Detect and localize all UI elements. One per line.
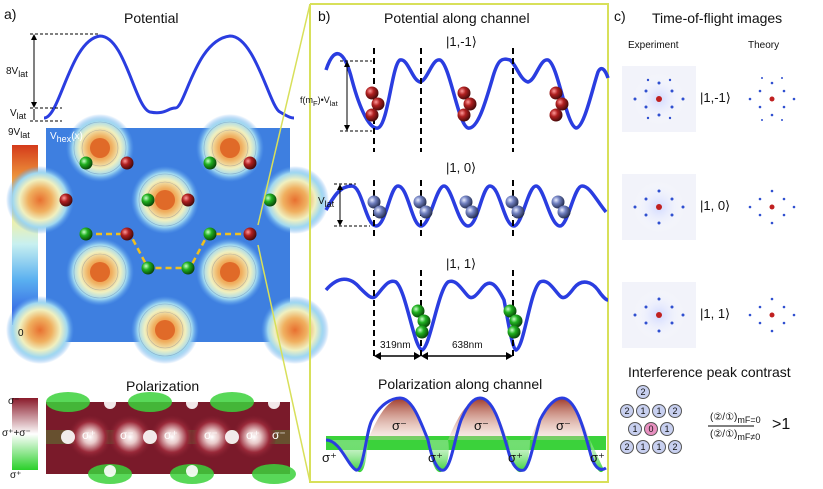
peak-circle: 1: [636, 440, 650, 454]
pol-map-label: σ⁺: [164, 428, 178, 442]
pol-map-label: σ⁻: [272, 428, 286, 442]
pol-map-label: σ⁻: [204, 428, 218, 442]
connector-top: [257, 3, 311, 226]
pol-channel-label: σ⁻: [392, 418, 407, 433]
peak-circle-center: 0: [644, 422, 658, 436]
pol-channel-label: σ⁺: [508, 450, 523, 465]
peak-circle: 1: [628, 422, 642, 436]
col-experiment: Experiment: [628, 40, 679, 51]
potential-curve-plot: [30, 33, 295, 122]
pol-channel-label: σ⁻: [556, 418, 571, 433]
distance-319: 319nm: [380, 340, 411, 351]
polarization-colorbar: [12, 398, 38, 470]
peak-circle: 1: [652, 404, 666, 418]
tof-images: [622, 66, 796, 348]
tof-row-label: |1, 0⟩: [700, 198, 731, 213]
map-label: Vhex(x): [50, 131, 83, 144]
pol-map-label: σ⁺: [246, 428, 260, 442]
channel-curve-0: [324, 180, 608, 238]
colorbar-bottom-label: 0: [18, 328, 24, 339]
contrast-title: Interference peak contrast: [628, 364, 791, 380]
potential-map: [6, 114, 329, 364]
channel-curve-m1: [324, 48, 610, 152]
distance-638: 638nm: [452, 340, 483, 351]
pol-channel-label: σ⁺: [590, 450, 605, 465]
potential-title: Potential: [124, 10, 179, 26]
channel-polarization-plot: [325, 396, 607, 473]
vlat-label-b: Vlat: [318, 196, 335, 209]
panel-a-letter: a): [4, 6, 17, 22]
peak-circle: 2: [620, 404, 634, 418]
pol-channel-title: Polarization along channel: [378, 376, 543, 392]
state-m1-label: |1,-1⟩: [446, 34, 477, 49]
pol-channel-label: σ⁺: [428, 450, 443, 465]
peak-circle: 1: [652, 440, 666, 454]
channel-curve-p1: [324, 270, 609, 360]
pol-channel-label: σ⁻: [474, 418, 489, 433]
pol-colorbar-bottom: σ⁺: [10, 470, 22, 481]
pol-channel-label: σ⁺: [322, 450, 337, 465]
connector-bottom: [257, 244, 311, 483]
colorbar-top-label: 9Vlat: [8, 127, 30, 140]
peak-circle: 1: [660, 422, 674, 436]
label-8vlat: 8Vlat: [6, 66, 28, 79]
ratio-comparison: >1: [772, 416, 791, 433]
peak-circle: 2: [620, 440, 634, 454]
polarization-map: [46, 392, 296, 484]
pol-map-label: σ⁻: [120, 428, 134, 442]
pol-map-label: σ⁺: [82, 428, 96, 442]
peak-circle: 2: [668, 404, 682, 418]
panel-c-title: Time-of-flight images: [652, 10, 783, 26]
depth-label: f(mF)•Vlat: [300, 95, 338, 108]
pol-colorbar-top: σ⁻: [8, 396, 20, 407]
panel-b-letter: b): [318, 8, 331, 24]
ratio-denominator: (②/①)mF≠0: [710, 429, 761, 442]
panel-c-letter: c): [614, 8, 626, 24]
tof-row-label: |1,-1⟩: [700, 90, 731, 105]
panel-b-frame: [309, 3, 609, 483]
panel-b-title: Potential along channel: [384, 10, 530, 26]
ratio-numerator: (②/①)mF=0: [710, 412, 761, 425]
label-vlat: Vlat: [10, 108, 27, 121]
tof-row-label: |1, 1⟩: [700, 306, 731, 321]
peak-circle: 2: [636, 385, 650, 399]
pol-colorbar-mid: σ⁺+σ⁻: [2, 428, 31, 439]
state-p1-label: |1, 1⟩: [446, 256, 477, 271]
state-0-label: |1, 0⟩: [446, 160, 477, 175]
polarization-title: Polarization: [126, 378, 200, 394]
peak-circle: 1: [636, 404, 650, 418]
peak-circle: 2: [668, 440, 682, 454]
col-theory: Theory: [748, 40, 780, 51]
